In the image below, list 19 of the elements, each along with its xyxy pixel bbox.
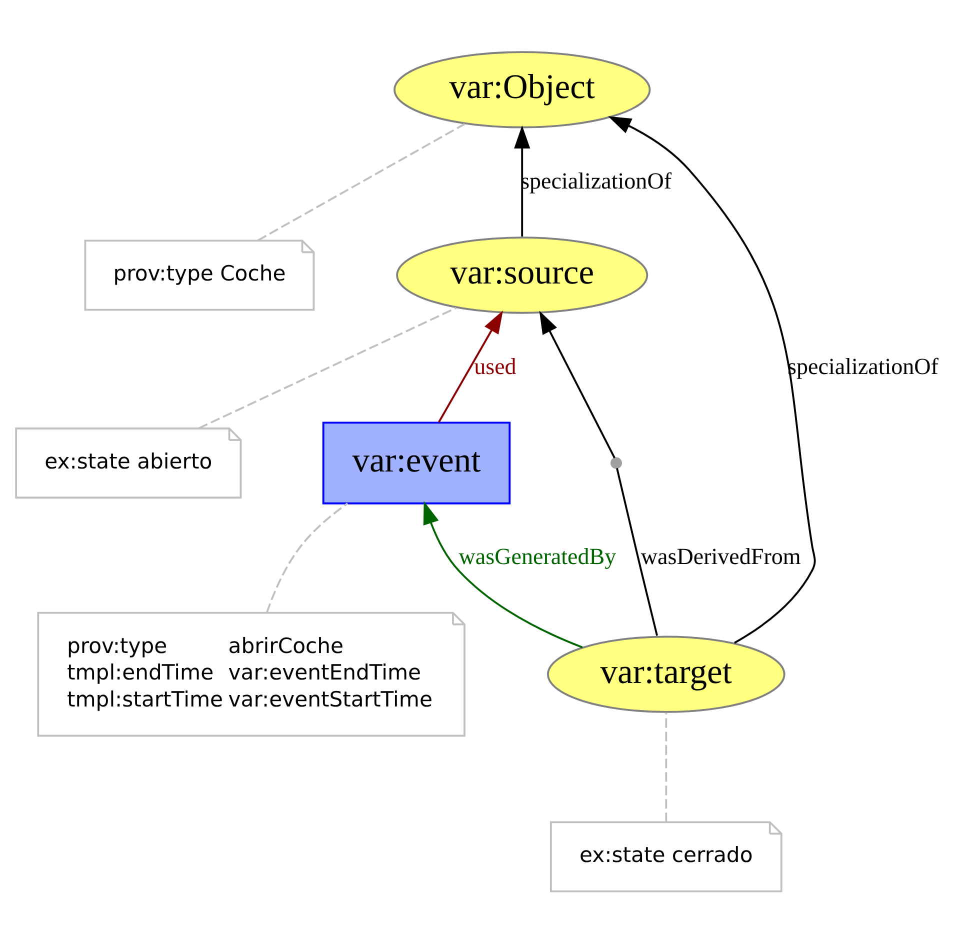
arrow [514,125,530,237]
node-ellipse: var:Object [394,51,651,128]
connector [257,123,466,242]
connector [616,468,658,636]
arrow [423,501,583,648]
arrow [438,310,503,423]
edge-label: used [474,352,516,379]
edge-label: wasDerivedFrom [640,543,801,570]
node-ellipse: var:target [547,636,786,713]
arrow [608,116,816,644]
edge-label: specializationOf [520,167,672,194]
node-box: var:event [322,422,511,504]
connector [665,712,668,822]
connector [198,307,457,430]
connector [266,502,348,613]
arrow [539,310,616,458]
edge-label: wasGeneratedBy [458,543,616,570]
node-circle [610,457,622,469]
node-ellipse: var:source [396,236,648,314]
